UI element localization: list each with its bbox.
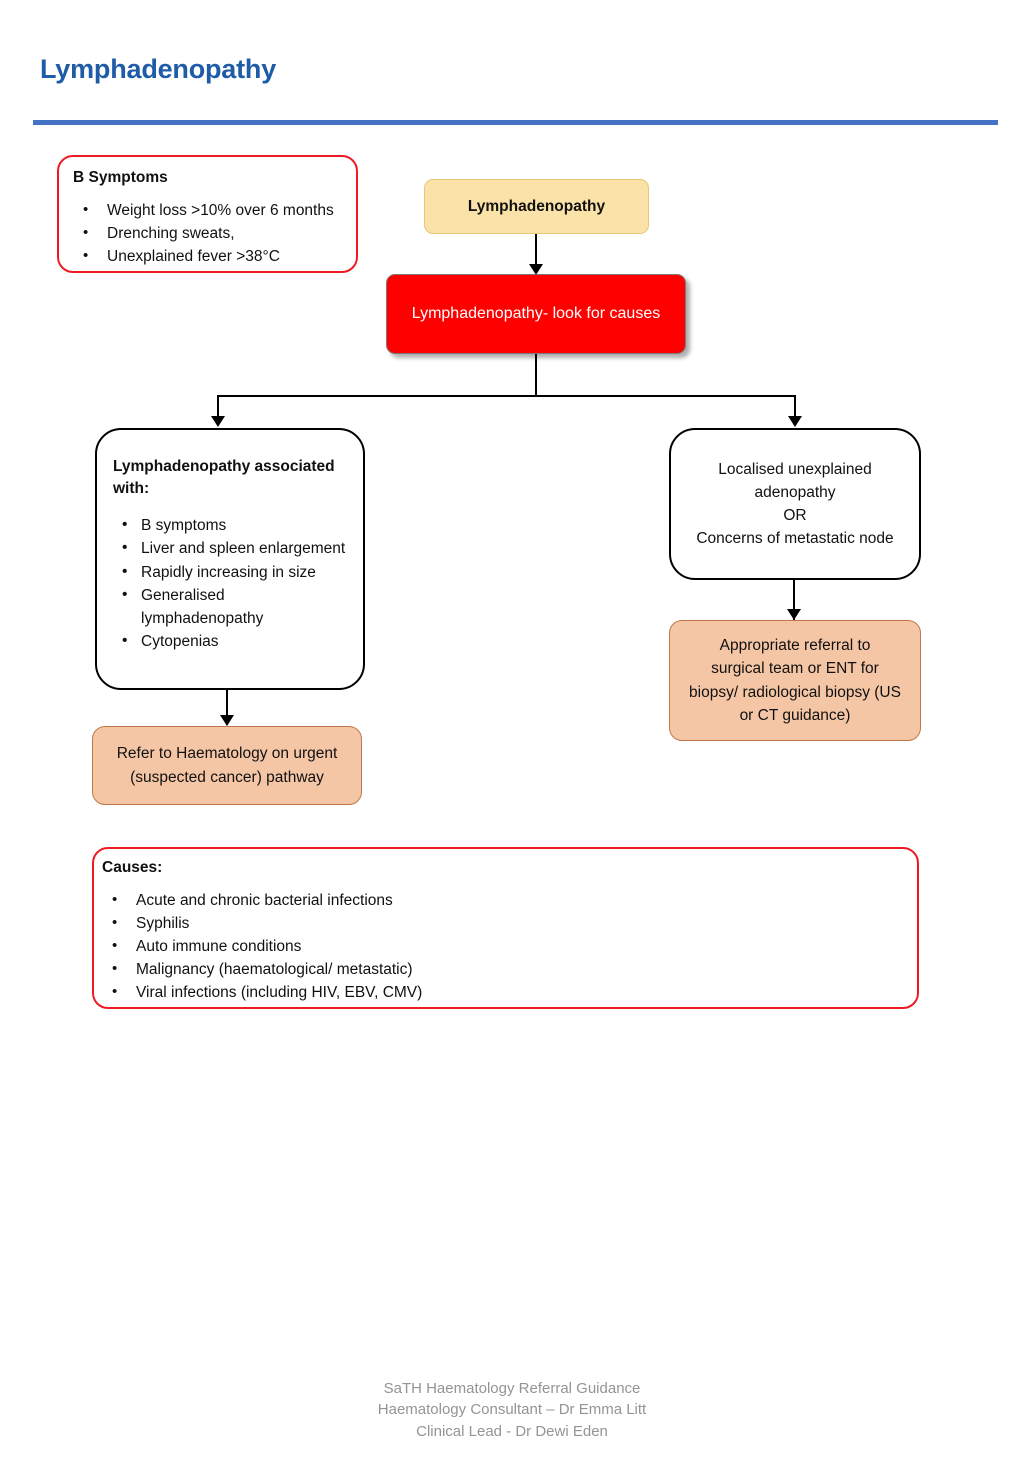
- connector-left-branch-to-outcome: [226, 690, 228, 725]
- list-item: Acute and chronic bacterial infections: [102, 889, 909, 913]
- footer: SaTH Haematology Referral Guidance Haema…: [0, 1378, 1024, 1442]
- arrowhead-start-to-action: [529, 264, 543, 275]
- node-label-line: Appropriate referral to: [719, 637, 871, 654]
- causes-heading: Causes:: [102, 859, 163, 876]
- flow-node-lymphadenopathy-associated-with[interactable]: Lymphadenopathy associated with: B sympt…: [95, 428, 365, 690]
- arrowhead-left-branch: [211, 416, 225, 427]
- list-item: Cytopenias: [113, 630, 347, 653]
- list-item: Unexplained fever >38°C: [73, 245, 342, 269]
- flow-node-appropriate-referral-surgical-ent[interactable]: Appropriate referral to surgical team or…: [669, 620, 921, 741]
- causes-list: Acute and chronic bacterial infections S…: [102, 889, 909, 1005]
- list-item: Malignancy (haematological/ metastatic): [102, 958, 909, 982]
- connector-split-horizontal: [217, 395, 796, 397]
- footer-line: Haematology Consultant – Dr Emma Litt: [377, 1401, 647, 1419]
- flow-node-refer-haematology[interactable]: Refer to Haematology on urgent (suspecte…: [92, 726, 362, 805]
- flow-node-look-for-causes[interactable]: Lymphadenopathy- look for causes: [386, 274, 686, 354]
- title-divider: [33, 120, 998, 125]
- connector-to-right-branch: [794, 395, 796, 420]
- node-label-line: (suspected cancer) pathway: [130, 768, 324, 786]
- b-symptoms-panel: B Symptoms Weight loss >10% over 6 month…: [57, 155, 358, 273]
- connector-action-stem: [535, 354, 537, 396]
- node-label-line: surgical team or ENT for: [711, 660, 879, 678]
- page-title: Lymphadenopathy: [40, 54, 277, 84]
- list-item: B symptoms: [113, 514, 347, 537]
- arrowhead-right-outcome: [787, 609, 801, 620]
- flow-node-localised-unexplained-adenopathy[interactable]: Localised unexplained adenopathy OR Conc…: [669, 428, 921, 580]
- b-symptoms-list: Weight loss >10% over 6 months Drenching…: [73, 199, 342, 269]
- list-item: Viral infections (including HIV, EBV, CM…: [102, 981, 909, 1005]
- node-label-line: Refer to Haematology on urgent: [116, 745, 338, 763]
- causes-panel: Causes: Acute and chronic bacterial infe…: [92, 847, 919, 1009]
- footer-line: Clinical Lead - Dr Dewi Eden: [416, 1422, 608, 1440]
- flow-node-lymphadenopathy-start[interactable]: Lymphadenopathy: [424, 179, 649, 234]
- list-item: Rapidly increasing in size: [113, 561, 347, 584]
- list-item: Generalised lymphadenopathy: [113, 584, 347, 630]
- node-label-line: adenopathy: [754, 483, 836, 501]
- node-label: Lymphadenopathy- look for causes: [411, 305, 661, 322]
- list-item: Syphilis: [102, 912, 909, 936]
- arrowhead-right-branch: [788, 416, 802, 427]
- associated-features-list: B symptoms Liver and spleen enlargement …: [113, 514, 347, 655]
- connector-start-to-action: [535, 234, 537, 270]
- list-item: Auto immune conditions: [102, 935, 909, 959]
- node-label-line: OR: [783, 507, 807, 524]
- node-label-line: biopsy/ radiological biopsy (US: [689, 683, 901, 701]
- node-label-line: Concerns of metastatic node: [696, 530, 894, 548]
- node-label-line: or CT guidance): [739, 706, 851, 724]
- connector-right-branch-to-outcome: [793, 580, 795, 620]
- list-item: Weight loss >10% over 6 months: [73, 199, 342, 223]
- connector-to-left-branch: [217, 395, 219, 420]
- list-item: Drenching sweats,: [73, 222, 342, 246]
- node-label-line: Localised unexplained: [718, 460, 872, 478]
- list-item: Liver and spleen enlargement: [113, 537, 347, 560]
- footer-line: SaTH Haematology Referral Guidance: [383, 1380, 641, 1397]
- node-label: Lymphadenopathy: [467, 197, 606, 215]
- arrowhead-left-outcome: [220, 715, 234, 726]
- b-symptoms-heading: B Symptoms: [73, 169, 168, 186]
- node-heading: Lymphadenopathy associated with:: [113, 458, 335, 498]
